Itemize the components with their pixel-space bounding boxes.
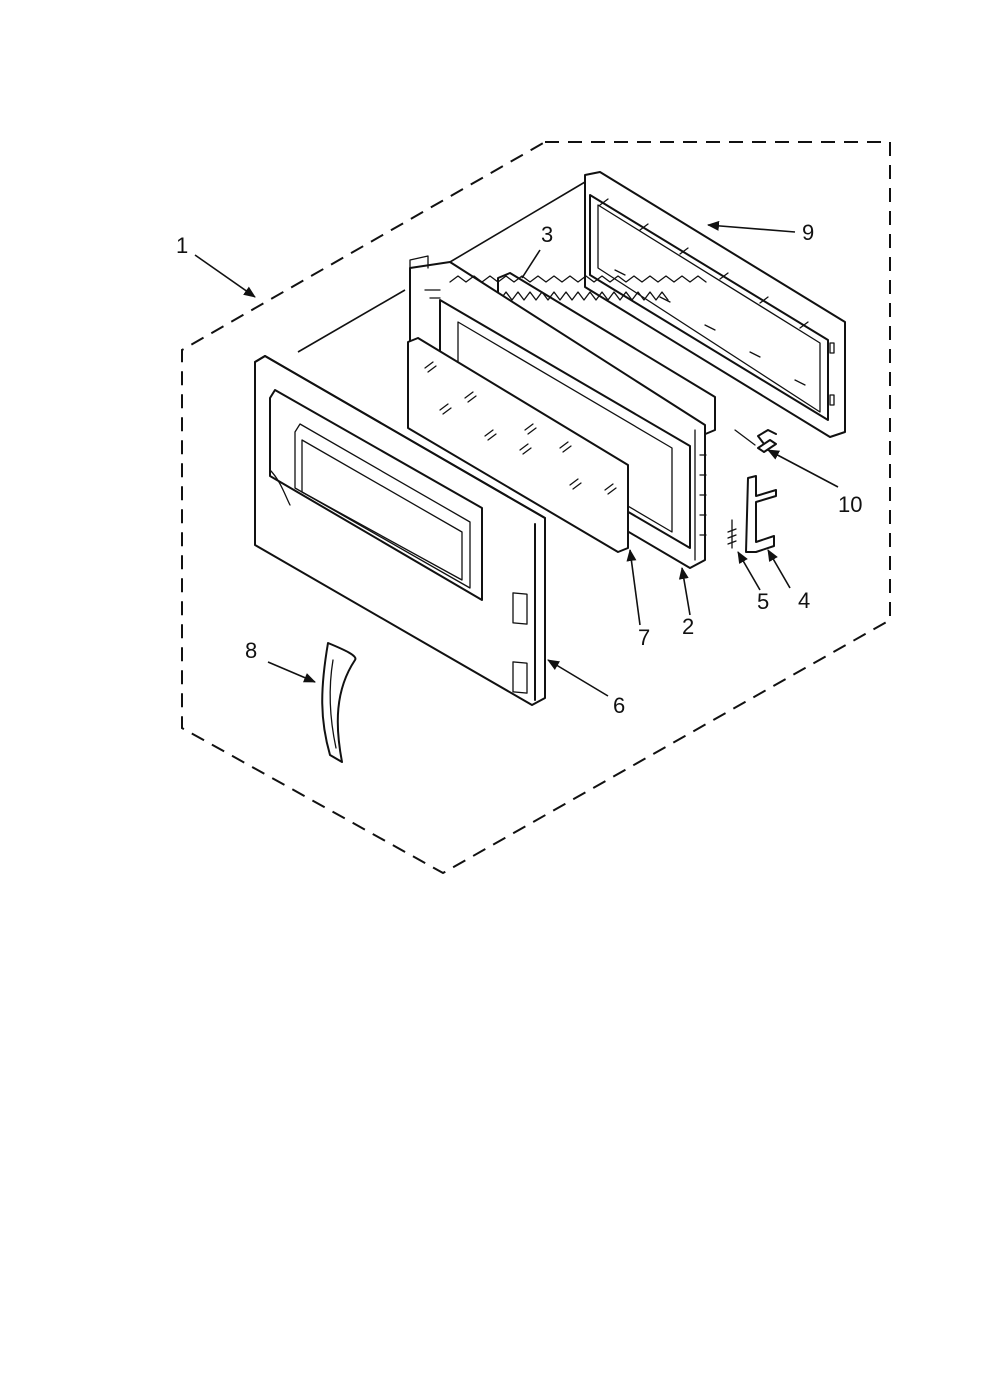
part-6-door-panel <box>254 355 546 706</box>
leader-lines <box>194 181 839 697</box>
callout-9: 9 <box>802 220 814 245</box>
callout-3: 3 <box>541 222 553 247</box>
part-7-glass-pane <box>407 337 629 553</box>
callout-2: 2 <box>682 614 694 639</box>
part-5-spring <box>727 519 737 549</box>
callout-4: 4 <box>798 588 810 613</box>
part-10-screw <box>734 429 777 453</box>
callout-5: 5 <box>757 589 769 614</box>
callout-8: 8 <box>245 638 257 663</box>
callout-10: 10 <box>838 492 862 517</box>
assembly-boundary <box>181 141 891 875</box>
callout-6: 6 <box>613 693 625 718</box>
callout-1: 1 <box>176 233 188 258</box>
part-4-latch-lever <box>745 475 777 553</box>
part-8-handle <box>321 642 357 763</box>
part-9-rear-frame <box>584 171 846 438</box>
callout-7: 7 <box>638 625 650 650</box>
